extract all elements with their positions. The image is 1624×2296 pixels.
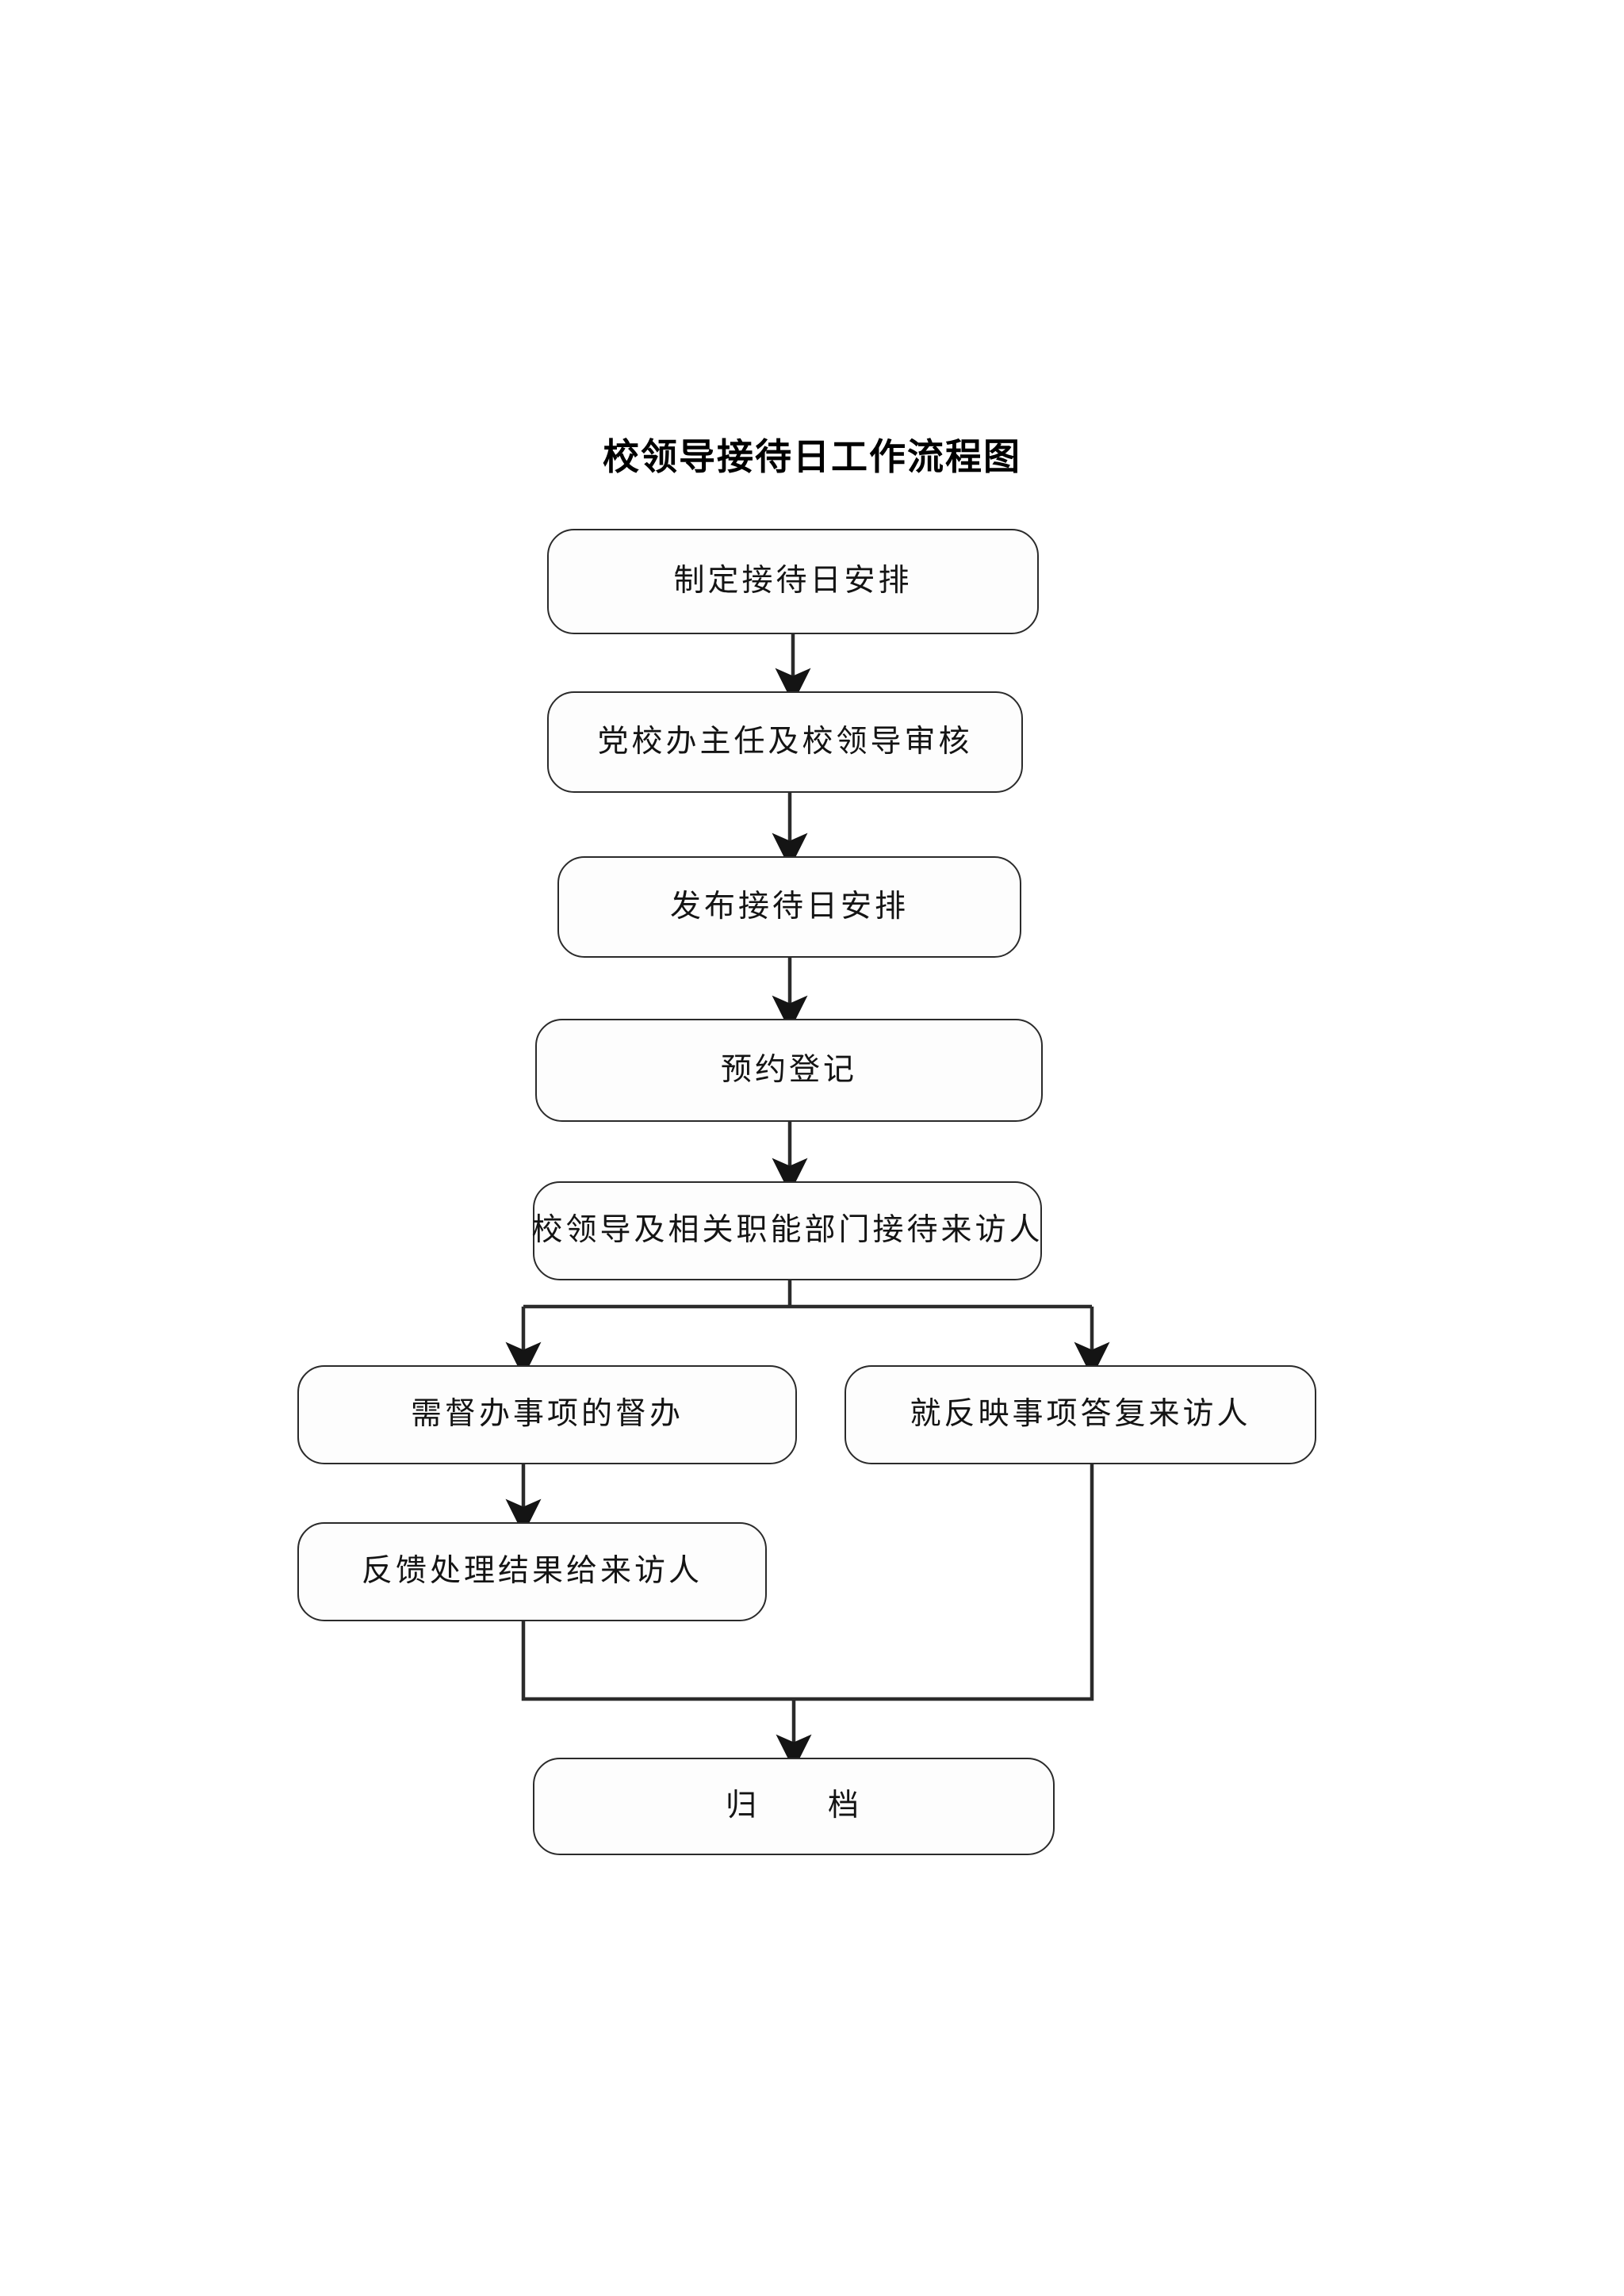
flow-node-label: 制定接待日安排 xyxy=(673,564,913,599)
flow-node-label: 发布接待日安排 xyxy=(669,889,909,924)
flow-node-label: 就反映事项答复来访人 xyxy=(910,1397,1251,1432)
flow-node-publish-schedule[interactable]: 发布接待日安排 xyxy=(557,856,1021,958)
flow-node-supervise-items[interactable]: 需督办事项的督办 xyxy=(297,1365,797,1464)
flow-node-appointment-registration[interactable]: 预约登记 xyxy=(535,1019,1043,1122)
flow-node-label: 党校办主任及校领导审核 xyxy=(597,724,973,759)
edge-n8-merge xyxy=(521,1621,794,1701)
flow-node-label: 需督办事项的督办 xyxy=(410,1397,684,1432)
flow-node-label: 预约登记 xyxy=(720,1052,857,1087)
flow-node-label: 校领导及相关职能部门接待来访人 xyxy=(531,1213,1044,1248)
flow-node-reply-visitor[interactable]: 就反映事项答复来访人 xyxy=(845,1365,1316,1464)
flow-node-make-schedule[interactable]: 制定接待日安排 xyxy=(547,529,1039,634)
flow-node-receive-visitors[interactable]: 校领导及相关职能部门接待来访人 xyxy=(531,1181,1044,1280)
flow-node-archive[interactable]: 归 档 xyxy=(533,1758,1055,1855)
flow-node-feedback-result[interactable]: 反馈处理结果给来访人 xyxy=(297,1522,767,1621)
edge-n7-merge xyxy=(794,1464,1094,1701)
flow-node-review[interactable]: 党校办主任及校领导审核 xyxy=(547,691,1023,793)
page-title: 校领导接待日工作流程图 xyxy=(603,436,1021,477)
flow-node-label: 归 档 xyxy=(725,1789,862,1823)
flow-node-label: 反馈处理结果给来访人 xyxy=(361,1554,703,1589)
